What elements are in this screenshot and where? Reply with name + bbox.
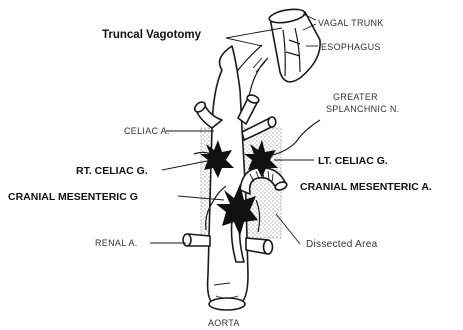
lt-celiac-g-label: LT. CELIAC G. [318,155,388,167]
truncal-vagotomy-label: Truncal Vagotomy [102,29,202,41]
aorta-label: AORTA [208,318,240,328]
vagal-trunk-label: VAGAL TRUNK [318,18,384,28]
dissected-area-label: Dissected Area [306,239,378,250]
greater-splanchnic-label-line2: SPLANCHNIC N. [326,104,399,114]
cranial-mesenteric-a-label: CRANIAL MESENTERIC A. [300,181,432,193]
esophagus-label: ESOPHAGUS [321,42,381,52]
renal-a-label: RENAL A. [95,238,138,248]
rt-celiac-g-label: RT. CELIAC G. [76,165,148,177]
aorta-vessel [208,46,248,310]
celiac-a-label: CELIAC A. [124,126,170,136]
cranial-mesenteric-g-label: CRANIAL MESENTERIC G [8,191,138,203]
greater-splanchnic-label-line1: GREATER [333,92,378,102]
